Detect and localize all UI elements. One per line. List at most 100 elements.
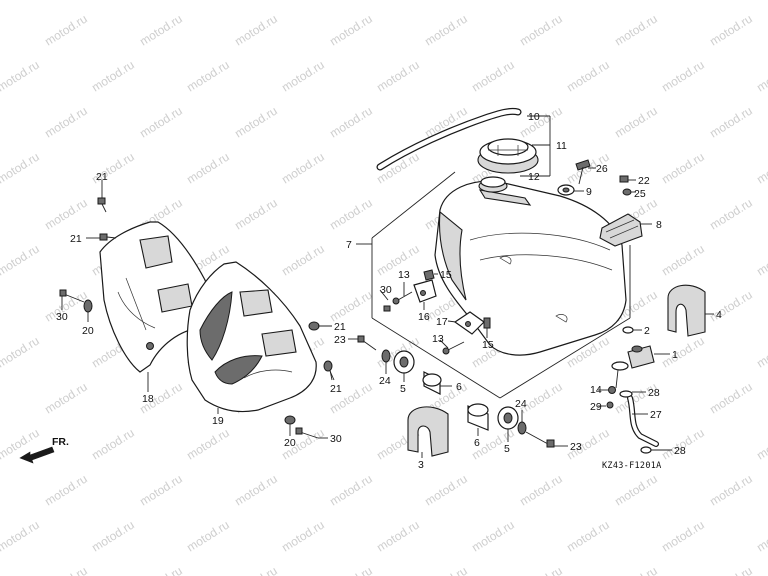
stay-16 [413, 279, 437, 303]
watermark-text: motod.ru [279, 242, 327, 279]
tank-rubber-pad [599, 213, 643, 247]
callout-6-left: 6 [456, 381, 462, 393]
bolt-26 [575, 159, 591, 185]
watermark-text: motod.ru [184, 150, 232, 187]
watermark-text: motod.ru [279, 0, 327, 3]
watermark-text: motod.ru [279, 518, 327, 555]
watermark-text: motod.ru [612, 564, 660, 576]
watermark-text: motod.ru [659, 58, 707, 95]
watermark-text: motod.ru [184, 426, 232, 463]
fuel-tube-27 [627, 395, 659, 447]
side-cover-19 [186, 261, 317, 413]
watermark-text: motod.ru [42, 380, 90, 417]
callout-10: 10 [528, 111, 540, 123]
watermark-text: motod.ru [754, 518, 768, 555]
clip-15-top [423, 269, 435, 281]
bolt-21-top-b [99, 233, 117, 241]
callout-2: 2 [644, 325, 650, 337]
front-direction-arrow: FR. [19, 436, 69, 464]
bolt-22 [619, 175, 629, 183]
collar-25 [622, 188, 632, 196]
watermark-text: motod.ru [42, 564, 90, 576]
watermark-text: motod.ru [707, 472, 755, 509]
watermark-text: motod.ru [0, 150, 42, 187]
watermark-text: motod.ru [754, 334, 768, 371]
callout-13-top: 13 [398, 269, 410, 281]
washer-9 [557, 184, 575, 196]
callout-15-mid: 15 [482, 339, 494, 351]
fuel-cap [477, 138, 539, 174]
watermark-text: motod.ru [42, 104, 90, 141]
bolt-23-lower [525, 431, 555, 448]
watermark-text: motod.ru [517, 104, 565, 141]
watermark-text: motod.ru [0, 518, 42, 555]
watermark-text: motod.ru [0, 334, 42, 371]
callout-14: 14 [590, 384, 602, 396]
callout-9: 9 [586, 186, 592, 198]
diagram-code: KZ43-F1201A [602, 461, 662, 471]
watermark-text: motod.ru [707, 196, 755, 233]
bolt-13-top [392, 291, 413, 305]
watermark-text: motod.ru [327, 104, 375, 141]
bolt-21-low [323, 360, 333, 381]
watermark-text: motod.ru [707, 12, 755, 49]
watermark-text: motod.ru [89, 518, 137, 555]
callout-26: 26 [596, 163, 608, 175]
callout-23-left: 23 [334, 334, 346, 346]
watermark-text: motod.ru [327, 564, 375, 576]
callout-13-mid: 13 [432, 333, 444, 345]
watermark-text: motod.ru [232, 472, 280, 509]
watermark-text: motod.ru [0, 0, 42, 3]
watermark-text: motod.ru [327, 288, 375, 325]
fuel-valve [611, 345, 655, 389]
callout-5-left: 5 [400, 383, 406, 395]
watermark-text: motod.ru [374, 518, 422, 555]
rubber-5-lower [497, 406, 519, 430]
callout-30-leftside: 30 [56, 311, 68, 323]
watermark-text: motod.ru [422, 12, 470, 49]
watermark-text: motod.ru [422, 472, 470, 509]
watermark-text: motod.ru [707, 288, 755, 325]
clip-15-mid [483, 317, 491, 329]
leader-lines [61, 115, 714, 458]
callout-21-top: 21 [96, 171, 108, 183]
watermark-text: motod.ru [707, 564, 755, 576]
oring-2 [622, 326, 634, 334]
callout-30-center: 30 [380, 284, 392, 296]
watermark-text: motod.ru [659, 518, 707, 555]
watermark-text: motod.ru [89, 58, 137, 95]
watermark-text: motod.ru [517, 12, 565, 49]
watermark-text: motod.ru [564, 518, 612, 555]
bolt-30-low [295, 427, 319, 439]
callout-11: 11 [556, 140, 567, 152]
watermark-text: motod.ru [374, 0, 422, 3]
collar-6-lower [467, 403, 489, 431]
callout-28-bottom: 28 [674, 445, 686, 457]
watermark-text: motod.ru [754, 242, 768, 279]
watermark-text: motod.ru [184, 0, 232, 3]
callout-17: 17 [436, 316, 448, 328]
watermark-text: motod.ru [137, 104, 185, 141]
bolt-13-mid [442, 341, 465, 355]
callout-15-top: 15 [440, 269, 452, 281]
watermark-text: motod.ru [137, 472, 185, 509]
watermark-text: motod.ru [564, 58, 612, 95]
callout-29: 29 [590, 401, 602, 413]
callout-16: 16 [418, 311, 430, 323]
watermark-text: motod.ru [469, 58, 517, 95]
washer-20-leftside [83, 299, 93, 313]
callout-25: 25 [634, 188, 646, 200]
watermark-text: motod.ru [137, 564, 185, 576]
watermark-text: motod.ru [422, 564, 470, 576]
callout-6-lower: 6 [474, 437, 480, 449]
callout-12: 12 [528, 171, 540, 183]
callout-5-lower: 5 [504, 443, 510, 455]
callout-23-lower: 23 [570, 441, 582, 453]
watermark-text: motod.ru [232, 104, 280, 141]
watermark-text: motod.ru [89, 426, 137, 463]
watermark-text: motod.ru [612, 12, 660, 49]
bolt-30-left [383, 305, 391, 312]
watermark-text: motod.ru [0, 242, 42, 279]
watermark-text: motod.ru [707, 104, 755, 141]
